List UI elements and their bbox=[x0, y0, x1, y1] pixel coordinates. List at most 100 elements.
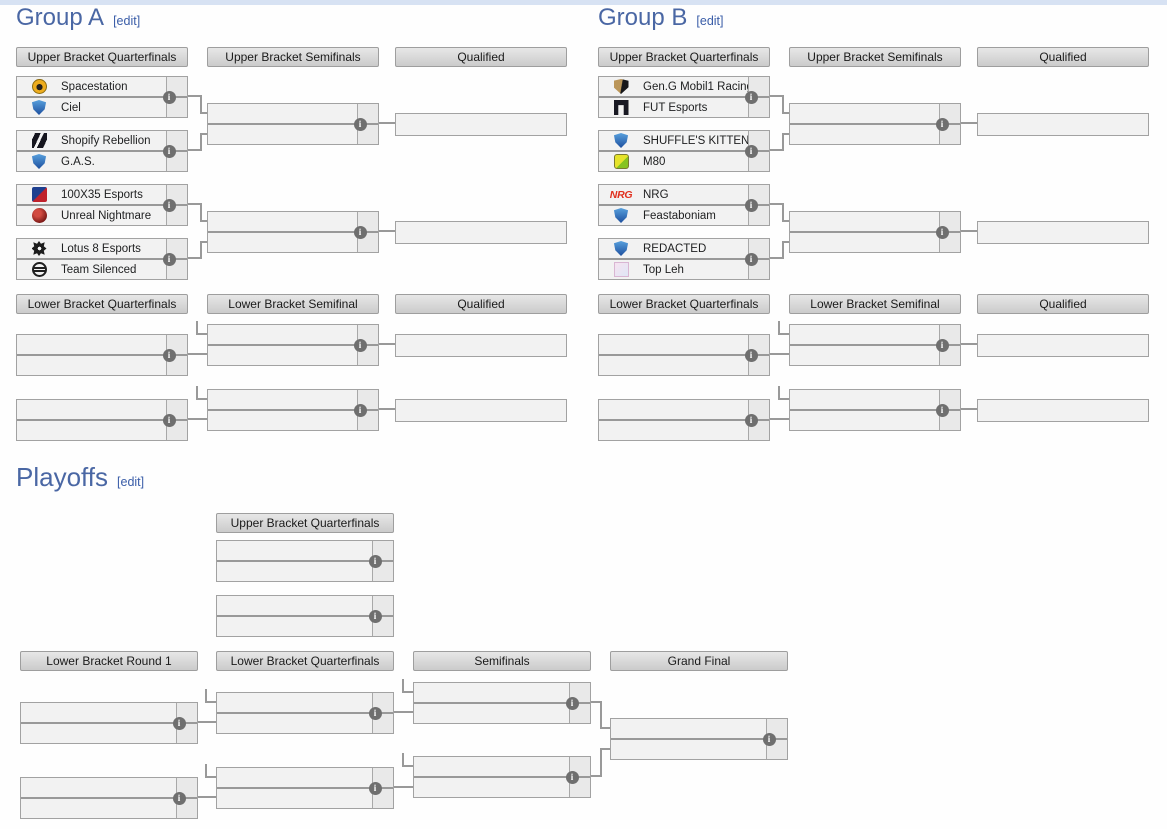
team-name[interactable]: Unreal Nightmare bbox=[61, 209, 152, 222]
info-icon[interactable]: i bbox=[744, 90, 758, 104]
match-slot-top bbox=[217, 768, 393, 787]
ub-semifinal-match: i bbox=[789, 211, 961, 253]
info-icon[interactable]: i bbox=[762, 732, 776, 746]
connector-line bbox=[198, 796, 216, 798]
playoffs-edit-link[interactable]: [edit] bbox=[117, 475, 145, 489]
connector-line bbox=[200, 220, 207, 222]
playoffs-lb-quarterfinal-match: i bbox=[216, 767, 394, 809]
match-slot-bottom bbox=[21, 724, 197, 743]
team-row: Ciel bbox=[17, 98, 187, 117]
group-a-edit-link[interactable]: [edit] bbox=[113, 14, 141, 28]
info-icon[interactable]: i bbox=[744, 198, 758, 212]
blue-shield-icon bbox=[613, 241, 629, 256]
team-name[interactable]: NRG bbox=[643, 188, 669, 201]
playoffs-lb-quarterfinal-match: i bbox=[216, 692, 394, 734]
info-icon[interactable]: i bbox=[368, 781, 382, 795]
group-b-heading: Group B[edit] bbox=[598, 4, 724, 32]
match-slot-top bbox=[414, 757, 590, 776]
connector-line bbox=[402, 753, 404, 767]
match-slot-bottom bbox=[611, 740, 787, 759]
match-slot-top bbox=[611, 719, 787, 738]
team-name[interactable]: FUT Esports bbox=[643, 101, 708, 114]
match-divider bbox=[208, 123, 378, 125]
match-divider bbox=[217, 787, 393, 789]
match-divider bbox=[208, 231, 378, 233]
match-divider bbox=[17, 354, 187, 356]
connector-line bbox=[591, 701, 602, 703]
connector-line bbox=[200, 133, 207, 135]
info-icon[interactable]: i bbox=[162, 90, 176, 104]
silenced-circle-icon bbox=[31, 262, 47, 277]
info-icon[interactable]: i bbox=[162, 252, 176, 266]
playoffs-semifinal-match: i bbox=[413, 756, 591, 798]
info-icon[interactable]: i bbox=[744, 252, 758, 266]
info-icon[interactable]: i bbox=[353, 117, 367, 131]
team-name[interactable]: G.A.S. bbox=[61, 155, 95, 168]
connector-line bbox=[961, 230, 977, 232]
info-icon[interactable]: i bbox=[744, 144, 758, 158]
match-divider bbox=[217, 615, 393, 617]
qualified-box bbox=[977, 221, 1149, 244]
team-name[interactable]: Lotus 8 Esports bbox=[61, 242, 141, 255]
info-icon[interactable]: i bbox=[162, 198, 176, 212]
lb-quarterfinal-match: i bbox=[598, 399, 770, 441]
round-header: Qualified bbox=[395, 294, 567, 314]
group-b-edit-link[interactable]: [edit] bbox=[696, 14, 724, 28]
info-icon[interactable]: i bbox=[935, 403, 949, 417]
info-icon[interactable]: i bbox=[172, 791, 186, 805]
info-icon[interactable]: i bbox=[368, 609, 382, 623]
match-slot-bottom bbox=[599, 356, 769, 375]
round-header: Qualified bbox=[395, 47, 567, 67]
connector-line bbox=[205, 764, 207, 778]
info-icon[interactable]: i bbox=[935, 225, 949, 239]
connector-line bbox=[196, 321, 198, 335]
match-divider bbox=[414, 776, 590, 778]
team-name[interactable]: Spacestation bbox=[61, 80, 128, 93]
team-name[interactable]: Team Silenced bbox=[61, 263, 137, 276]
team-name[interactable]: Shopify Rebellion bbox=[61, 134, 151, 147]
top-strip bbox=[0, 0, 1167, 5]
info-icon[interactable]: i bbox=[172, 716, 186, 730]
team-name[interactable]: M80 bbox=[643, 155, 666, 168]
round-header: Upper Bracket Semifinals bbox=[789, 47, 961, 67]
info-icon[interactable]: i bbox=[935, 117, 949, 131]
team-name[interactable]: REDACTED bbox=[643, 242, 707, 255]
info-icon[interactable]: i bbox=[353, 338, 367, 352]
info-icon[interactable]: i bbox=[368, 554, 382, 568]
team-row: Lotus 8 Esports bbox=[17, 239, 187, 258]
connector-line bbox=[782, 133, 789, 135]
connector-line bbox=[402, 691, 413, 693]
team-row: Spacestation bbox=[17, 77, 187, 96]
info-icon[interactable]: i bbox=[565, 770, 579, 784]
team-row: REDACTED bbox=[599, 239, 769, 258]
team-name[interactable]: Gen.G Mobil1 Racing bbox=[643, 80, 753, 93]
info-icon[interactable]: i bbox=[565, 696, 579, 710]
team-name[interactable]: SHUFFLE'S KITTENS bbox=[643, 134, 758, 147]
ub-semifinal-match: i bbox=[207, 103, 379, 145]
team-name[interactable]: Feastaboniam bbox=[643, 209, 716, 222]
info-icon[interactable]: i bbox=[162, 144, 176, 158]
info-icon[interactable]: i bbox=[353, 403, 367, 417]
info-icon[interactable]: i bbox=[162, 348, 176, 362]
team-logo-cell bbox=[599, 154, 643, 169]
connector-line bbox=[778, 386, 780, 400]
team-logo-cell bbox=[17, 208, 61, 223]
round-header: Lower Bracket Round 1 bbox=[20, 651, 198, 671]
connector-line bbox=[200, 133, 202, 151]
team-name[interactable]: Ciel bbox=[61, 101, 81, 114]
info-icon[interactable]: i bbox=[744, 348, 758, 362]
info-icon[interactable]: i bbox=[353, 225, 367, 239]
blue-shield-icon bbox=[613, 133, 629, 148]
info-icon[interactable]: i bbox=[744, 413, 758, 427]
connector-line bbox=[402, 765, 413, 767]
connector-line bbox=[394, 786, 413, 788]
team-name[interactable]: 100X35 Esports bbox=[61, 188, 143, 201]
info-icon[interactable]: i bbox=[162, 413, 176, 427]
match-slot-top bbox=[17, 335, 187, 354]
qualified-box bbox=[395, 399, 567, 422]
info-icon[interactable]: i bbox=[368, 706, 382, 720]
team-name[interactable]: Top Leh bbox=[643, 263, 684, 276]
info-icon[interactable]: i bbox=[935, 338, 949, 352]
